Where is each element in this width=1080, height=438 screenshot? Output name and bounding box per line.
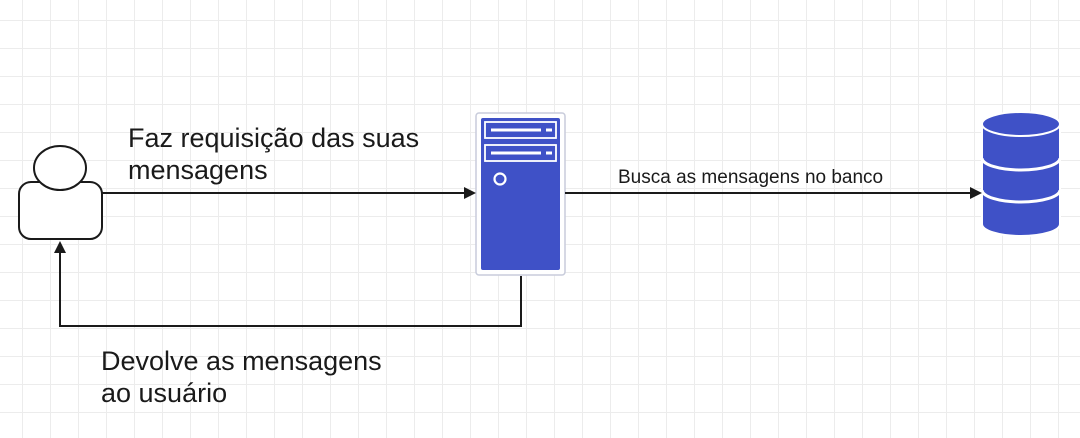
query-label: Busca as mensagens no banco: [618, 167, 884, 188]
response-label: Devolve as mensagens ao usuário: [101, 346, 382, 410]
server-drive-bay-2: [484, 144, 557, 162]
server-drive-bay-1: [484, 121, 557, 139]
server-power-button: [493, 172, 507, 186]
server-icon: [475, 112, 566, 276]
response-arrow: [54, 241, 522, 327]
request-label-line-2: mensagens: [128, 154, 268, 185]
user-icon: [18, 145, 103, 240]
response-label-line-1: Devolve as mensagens: [101, 346, 382, 376]
query-arrow: [565, 187, 982, 199]
request-label: Faz requisição das suas mensagens: [128, 123, 419, 187]
request-arrow: [102, 187, 476, 199]
response-label-line-2: ao usuário: [101, 377, 228, 408]
request-label-line-1: Faz requisição das suas: [128, 123, 420, 153]
database-icon: [980, 111, 1062, 237]
